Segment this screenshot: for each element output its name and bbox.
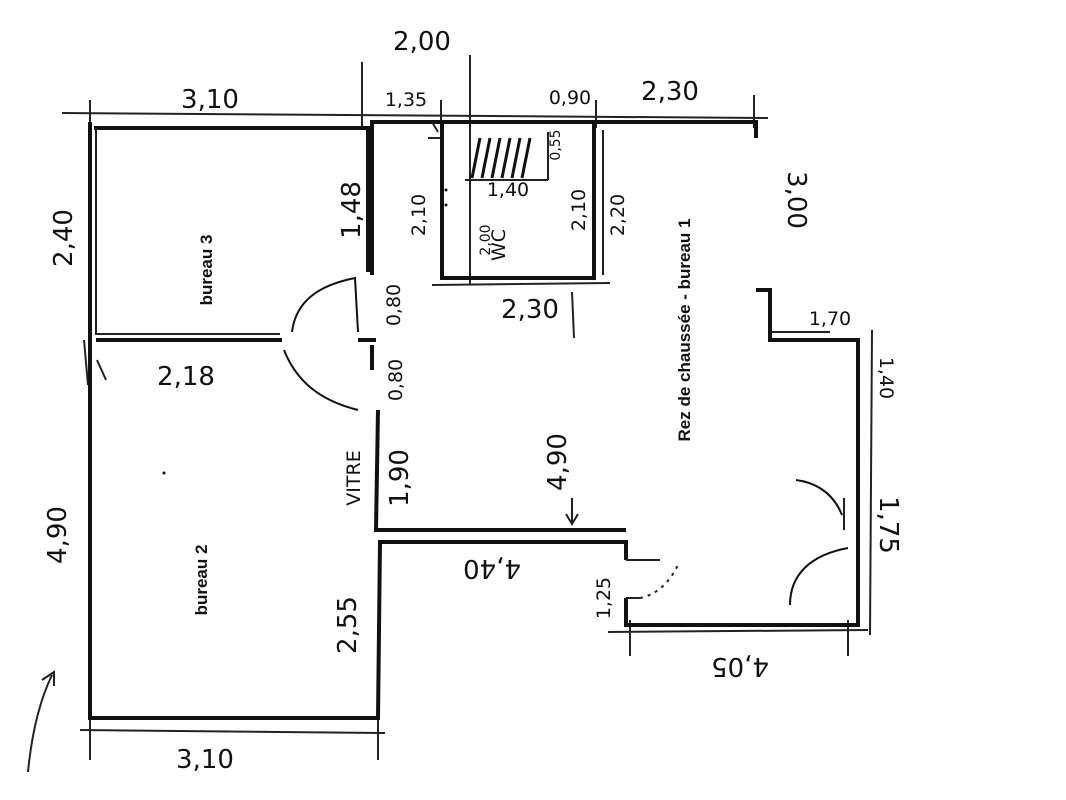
door-entrance-lower [789, 547, 849, 606]
dim-left-lower: 4,90 [43, 506, 73, 564]
walls [88, 120, 860, 720]
dim-door-080b: 0,80 [385, 359, 407, 401]
door-step-swing [639, 564, 679, 599]
dimension-labels: 3,10 2,00 1,35 0,90 2,30 2,40 4,90 3,10 … [43, 27, 903, 775]
arrow-down-icon [565, 498, 579, 526]
mark-dot [162, 471, 166, 475]
door-bureau2-swing [283, 349, 359, 411]
dim-wc-220: 2,20 [607, 194, 629, 236]
mark-dot [444, 203, 448, 207]
dim-top-left: 3,10 [181, 85, 239, 115]
dim-wall-190: 1,90 [385, 449, 415, 507]
room-labels: bureau 3 bureau 2 Rez de chaussée - bure… [192, 219, 694, 616]
doors [283, 276, 849, 606]
dim-wc-055: 0,55 [548, 129, 564, 160]
room-label-bureau1: Rez de chaussée - bureau 1 [675, 219, 694, 442]
dim-top-right: 2,30 [641, 77, 699, 107]
dim-top-135: 1,35 [385, 89, 427, 111]
dim-wc-top: 1,40 [487, 179, 529, 201]
mark-dot [444, 188, 448, 192]
room-label-bureau3: bureau 3 [197, 235, 216, 306]
dim-bureau2-right: 2,55 [333, 596, 363, 654]
dim-right-170: 1,70 [809, 308, 851, 330]
dim-bureau3-right: 1,48 [337, 181, 367, 239]
arrow-entry-icon [27, 670, 55, 773]
dim-door-080a: 0,80 [383, 284, 405, 326]
dim-top-090: 0,90 [549, 87, 591, 109]
dim-vitre: VITRE [343, 450, 365, 505]
room-label-bureau2: bureau 2 [192, 545, 211, 616]
annotation-marks [27, 121, 579, 773]
dim-right-175: 1,75 [873, 496, 903, 554]
dim-right-140: 1,40 [875, 357, 897, 399]
dim-wc-left: 2,10 [408, 194, 430, 236]
dim-top-stair: 2,00 [393, 27, 451, 57]
dim-bottom-left: 3,10 [176, 745, 234, 775]
dim-bottom-405: 4,05 [711, 651, 769, 681]
room-label-wc: WC [488, 229, 510, 261]
dim-left-upper: 2,40 [49, 209, 79, 267]
dim-wc-bottom: 2,30 [501, 295, 559, 325]
wc-hatching [465, 132, 549, 181]
dim-wc-right: 2,10 [568, 189, 590, 231]
door-bureau3-swing [291, 276, 359, 333]
door-entrance-upper [795, 479, 843, 516]
dim-step-440: 4,40 [463, 553, 521, 583]
dim-step-125: 1,25 [593, 577, 615, 619]
dim-center-490: 4,90 [543, 433, 573, 491]
dim-bureau3-bottom: 2,18 [157, 362, 215, 392]
dim-right-300: 3,00 [781, 171, 811, 229]
dim-wc-200: 2,00 [478, 224, 494, 255]
